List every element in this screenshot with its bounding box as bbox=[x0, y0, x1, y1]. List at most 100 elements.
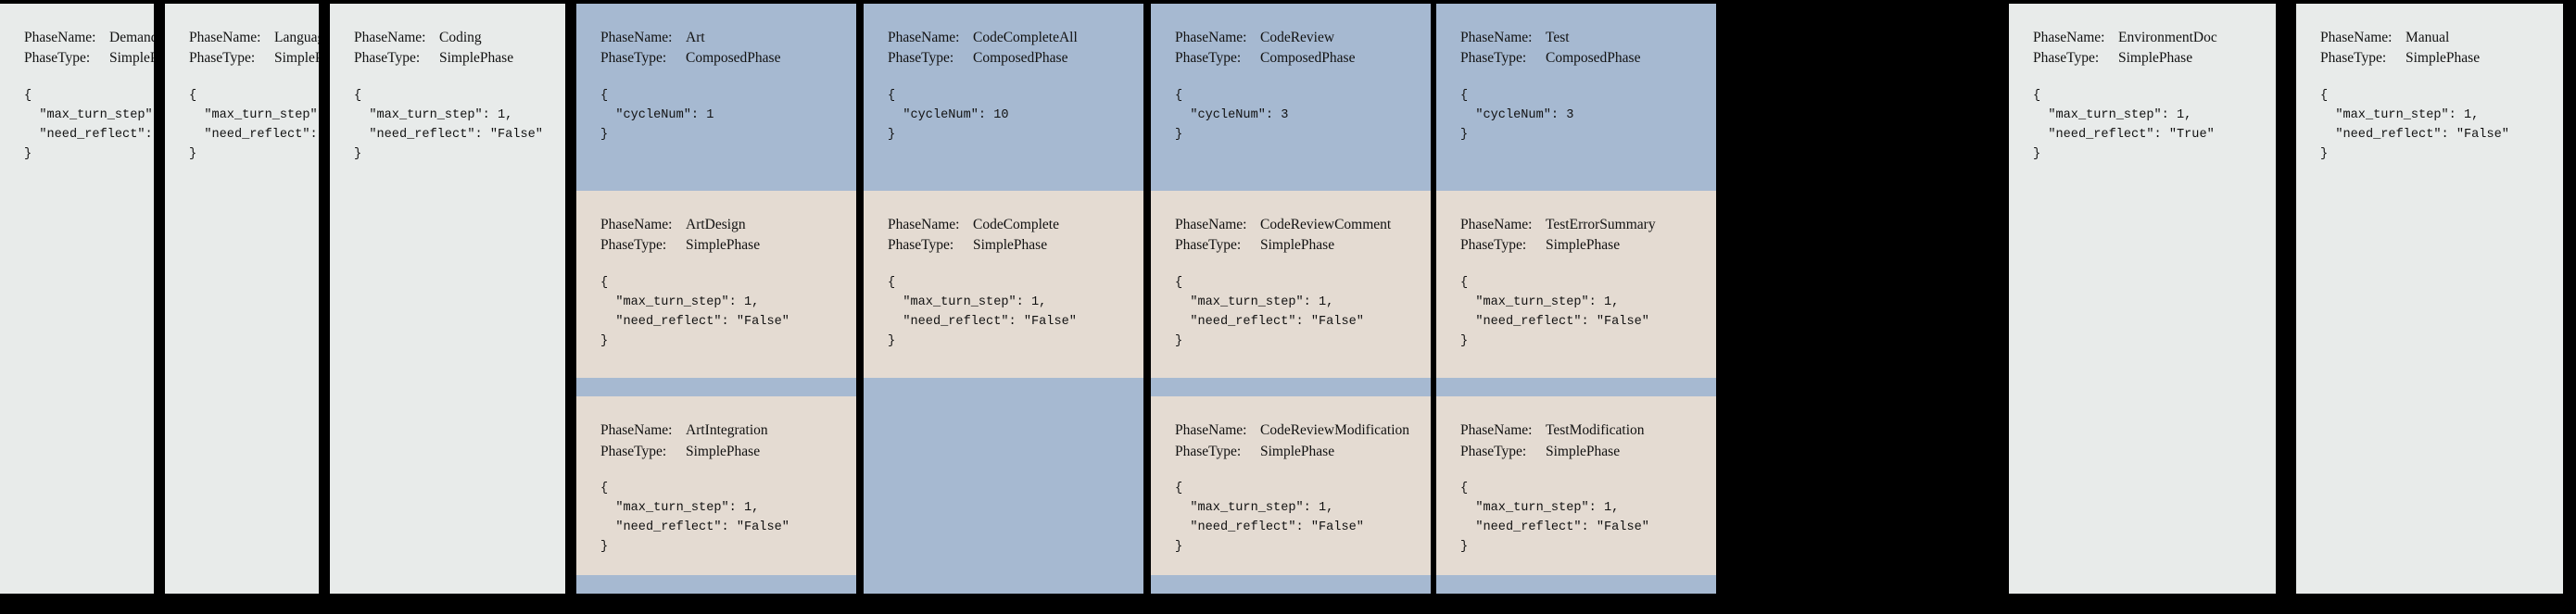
phase-type-value: SimplePhase bbox=[2118, 50, 2193, 67]
phase-panel-demand-analysis[interactable]: PhaseName:DemandAnalysisPhaseType:Simple… bbox=[0, 4, 154, 594]
phase-type-label: PhaseType: bbox=[888, 237, 954, 254]
phase-divider-stripe bbox=[864, 377, 1143, 594]
phase-type-label: PhaseType: bbox=[354, 50, 421, 67]
phase-name-label: PhaseName: bbox=[2320, 30, 2393, 45]
phase-type-row: PhaseType:SimplePhase bbox=[2033, 48, 2276, 69]
phase-name-value: CodeReviewComment bbox=[1260, 216, 1392, 232]
phase-segment-body: PhaseName:DemandAnalysisPhaseType:Simple… bbox=[0, 4, 154, 164]
phase-type-label: PhaseType: bbox=[24, 50, 91, 67]
phase-segment[interactable]: PhaseName:DemandAnalysisPhaseType:Simple… bbox=[0, 4, 154, 594]
phase-name-label: PhaseName: bbox=[600, 30, 673, 45]
phase-name-row: PhaseName:CodeReview bbox=[1175, 28, 1431, 48]
phase-segment-body: PhaseName:LanguageChoosePhaseType:Simple… bbox=[165, 4, 319, 164]
phase-config-json: { "max_turn_step": 1, "need_reflect": "F… bbox=[888, 275, 1077, 349]
phase-name-label: PhaseName: bbox=[888, 216, 960, 232]
phase-name-row: PhaseName:CodeComplete bbox=[888, 215, 1143, 235]
phase-type-value: ComposedPhase bbox=[1546, 50, 1641, 67]
phase-name-label: PhaseName: bbox=[2033, 30, 2105, 45]
phase-type-label: PhaseType: bbox=[888, 50, 954, 67]
phase-name-label: PhaseName: bbox=[600, 216, 673, 232]
phase-type-row: PhaseType:SimplePhase bbox=[600, 235, 856, 256]
phase-type-label: PhaseType: bbox=[1175, 443, 1242, 459]
phase-config-json: { "max_turn_step": 1, "need_reflect": "F… bbox=[2320, 88, 2509, 162]
phase-panel-language-choose[interactable]: PhaseName:LanguageChoosePhaseType:Simple… bbox=[165, 4, 319, 594]
phase-divider-stripe bbox=[1151, 574, 1431, 594]
phase-type-value: SimplePhase bbox=[2406, 50, 2481, 67]
phase-name-label: PhaseName: bbox=[1175, 30, 1247, 45]
phase-config-json: { "max_turn_step": -1, "need_reflect": "… bbox=[24, 88, 154, 162]
phase-type-label: PhaseType: bbox=[1460, 50, 1527, 67]
phase-segment[interactable]: PhaseName:LanguageChoosePhaseType:Simple… bbox=[165, 4, 319, 594]
phase-name-label: PhaseName: bbox=[189, 30, 261, 45]
phase-name-value: Manual bbox=[2406, 30, 2450, 45]
phase-type-row: PhaseType: ComposedPhase bbox=[1460, 48, 1716, 69]
phase-name-label: PhaseName: bbox=[1460, 30, 1533, 45]
phase-type-row: PhaseType:SimplePhase bbox=[24, 48, 154, 69]
phase-name-label: PhaseName: bbox=[24, 30, 96, 45]
phase-config-json: { "max_turn_step": 1, "need_reflect": "F… bbox=[1175, 275, 1364, 349]
phase-name-label: PhaseName: bbox=[354, 30, 426, 45]
phase-type-row: PhaseType:SimplePhase bbox=[2320, 48, 2563, 69]
phase-name-label: PhaseName: bbox=[1460, 422, 1533, 439]
phase-type-value: SimplePhase bbox=[686, 443, 761, 459]
phase-name-value: CodeCompleteAll bbox=[973, 30, 1078, 45]
phase-config-json: { "cycleNum": 1 } bbox=[600, 88, 714, 143]
phase-type-label: PhaseType: bbox=[600, 237, 667, 254]
phase-type-label: PhaseType: bbox=[189, 50, 256, 67]
phase-name-value: ArtIntegration bbox=[686, 422, 768, 439]
phase-name-row: PhaseName:EnvironmentDoc bbox=[2033, 28, 2276, 48]
phase-divider-stripe bbox=[576, 574, 856, 594]
phase-type-label: PhaseType: bbox=[1175, 50, 1242, 67]
phase-name-row: PhaseName:Coding bbox=[354, 28, 565, 48]
phase-type-label: PhaseType: bbox=[1175, 237, 1242, 254]
phase-type-value: ComposedPhase bbox=[1260, 50, 1356, 67]
phase-divider-stripe bbox=[1436, 574, 1716, 594]
phase-config-json: { "max_turn_step": 1, "need_reflect": "F… bbox=[354, 88, 543, 162]
phase-config-json: { "max_turn_step": 1, "need_reflect": "F… bbox=[600, 482, 789, 555]
phase-type-label: PhaseType: bbox=[600, 50, 667, 67]
phase-divider-stripe bbox=[1151, 377, 1431, 397]
phase-config-json: { "max_turn_step": 1, "need_reflect": "T… bbox=[2033, 88, 2215, 162]
phase-type-row: PhaseType: SimplePhase bbox=[1460, 442, 1716, 462]
phase-name-value: Art bbox=[686, 30, 705, 45]
phase-type-value: SimplePhase bbox=[1260, 237, 1335, 254]
phase-type-value: SimplePhase bbox=[1546, 443, 1621, 459]
phase-name-value: TestErrorSummary bbox=[1546, 216, 1656, 232]
phase-type-row: PhaseType: ComposedPhase bbox=[1175, 48, 1431, 69]
phase-name-label: PhaseName: bbox=[600, 422, 673, 439]
phase-name-row: PhaseName: Art bbox=[600, 28, 856, 48]
phase-divider-stripe bbox=[576, 377, 856, 397]
phase-type-value: SimplePhase bbox=[973, 237, 1048, 254]
phase-type-label: PhaseType: bbox=[1460, 443, 1527, 459]
phase-config-json: { "max_turn_step": 1, "need_reflect": "F… bbox=[1460, 482, 1649, 555]
phase-divider-stripe bbox=[1436, 377, 1716, 397]
